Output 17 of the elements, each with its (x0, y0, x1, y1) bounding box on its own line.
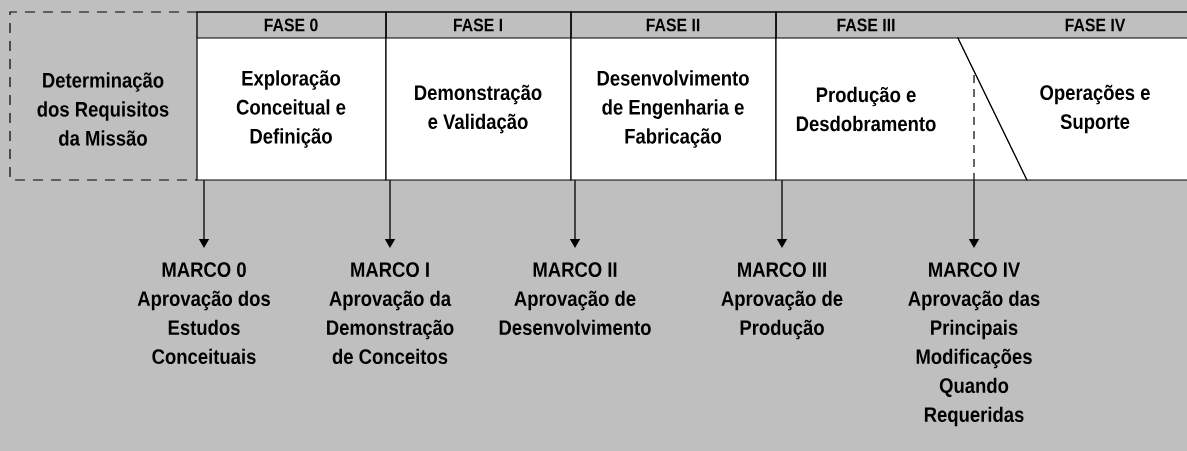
node-label: FASE IV (1065, 18, 1126, 32)
milestone-text: MARCO IV Aprovação das Principais Modificações Quando Requeridas (908, 262, 1040, 427)
dashed-box: Determinação dos Requisitos da Missão (9, 11, 198, 181)
milestone-text: MARCO II Aprovação de Desenvolvimento (499, 262, 651, 336)
node-label: FASE III (837, 18, 895, 32)
node-label: FASE I (453, 18, 503, 32)
phase-column: FASE I Demonstração e Validação (385, 11, 572, 181)
phase-column: FASE III Produção e Desdobramento (775, 11, 1028, 181)
milestone-text: MARCO III Aprovação de Produção (721, 262, 843, 340)
milestone-text: MARCO I Aprovação da Demonstração de Conceitos (327, 262, 454, 365)
phase-column: FASE IV Operações e Suporte (957, 11, 1187, 181)
node-label: FASE 0 (264, 18, 318, 32)
phase-column: FASE II Desenvolvimento de Engenharia e Fabricação (570, 11, 777, 181)
phase-column: FASE 0 Exploração Conceitual e Definição (196, 11, 387, 181)
node-label: FASE II (646, 18, 700, 32)
milestone-text: MARCO 0 Aprovação dos Estudos Conceituais (137, 262, 270, 365)
node-label: Operações e Suporte (1040, 84, 1150, 134)
